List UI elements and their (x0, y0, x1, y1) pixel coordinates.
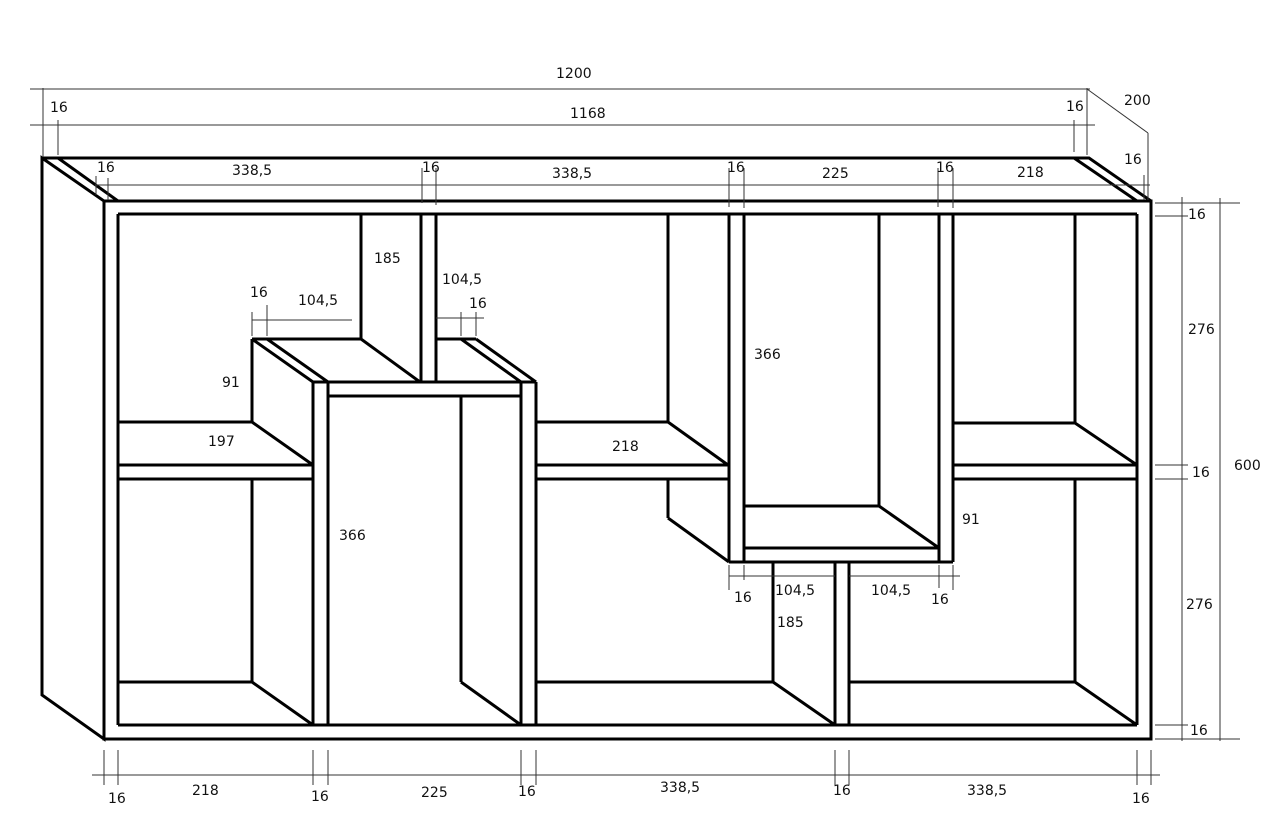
dimension-label: 338,5 (232, 163, 272, 179)
dimension-label: 16 (97, 160, 115, 176)
dimension-label: 366 (754, 347, 781, 363)
dimension-label: 197 (208, 434, 235, 450)
top-panel-edge (42, 156, 1152, 203)
panel-edge (1074, 680, 1138, 727)
panel-edge (460, 337, 522, 384)
dimension-label: 16 (311, 789, 329, 805)
dimension-lines (30, 88, 1240, 785)
dimension-label: 276 (1188, 322, 1215, 338)
dimension-label: 16 (1132, 791, 1150, 807)
dimension-label: 16 (1190, 723, 1208, 739)
dimension-label: 16 (1066, 99, 1084, 115)
dimension-label: 91 (962, 512, 980, 528)
dimension-label: 16 (727, 160, 745, 176)
cabinet-outline (40, 155, 1153, 742)
dimension-label: 104,5 (775, 583, 815, 599)
dimension-label: 600 (1234, 458, 1261, 474)
front-frame (102, 199, 1153, 741)
panel-edge (1074, 421, 1138, 467)
panel-edge (460, 680, 522, 727)
dimension-label: 338,5 (967, 783, 1007, 799)
panel-edge (251, 420, 314, 467)
dimension-label: 16 (422, 160, 440, 176)
dimension-label: 16 (1124, 152, 1142, 168)
dimension-label: 276 (1186, 597, 1213, 613)
dimension-label: 218 (1017, 165, 1044, 181)
dimension-label: 16 (518, 784, 536, 800)
panel-edge (878, 504, 940, 550)
dimension-label: 16 (1188, 207, 1206, 223)
dimension-label: 16 (469, 296, 487, 312)
dimension-label: 16 (108, 791, 126, 807)
dimension-label: 16 (734, 590, 752, 606)
dimension-label: 104,5 (298, 293, 338, 309)
dimension-label: 91 (222, 375, 240, 391)
dimension-label: 185 (374, 251, 401, 267)
panel-edge (667, 420, 729, 467)
dimension-line (1086, 88, 1149, 134)
dimension-label: 225 (822, 166, 849, 182)
dimension-label: 16 (931, 592, 949, 608)
dimension-label: 16 (1192, 465, 1210, 481)
dimension-label: 16 (936, 160, 954, 176)
panel-edge (772, 680, 836, 727)
dimension-label: 200 (1124, 93, 1151, 109)
dimension-label: 1168 (570, 106, 606, 122)
left-side-panel (40, 155, 106, 742)
dimension-label: 16 (250, 285, 268, 301)
dimension-label: 16 (833, 783, 851, 799)
dimension-label: 104,5 (871, 583, 911, 599)
dimension-label: 225 (421, 785, 448, 801)
dimension-label: 218 (192, 783, 219, 799)
panel-edge (251, 680, 314, 727)
panel-edge (266, 337, 329, 384)
dimension-labels: 1200 1168 200 600 16 16 16 16 338,5 16 338,5 16 225 1… (50, 66, 1261, 807)
dimension-label: 1200 (556, 66, 592, 82)
panel-edge (667, 516, 730, 564)
dimension-label: 104,5 (442, 272, 482, 288)
dimension-label: 218 (612, 439, 639, 455)
panel-edge (360, 337, 421, 384)
dimension-label: 16 (50, 100, 68, 116)
panel-edge (1073, 156, 1138, 203)
dimension-label: 338,5 (660, 780, 700, 796)
panel-edge (475, 337, 537, 384)
dimension-label: 338,5 (552, 166, 592, 182)
dimension-label: 185 (777, 615, 804, 631)
panel-edge (251, 337, 314, 384)
dimension-label: 366 (339, 528, 366, 544)
